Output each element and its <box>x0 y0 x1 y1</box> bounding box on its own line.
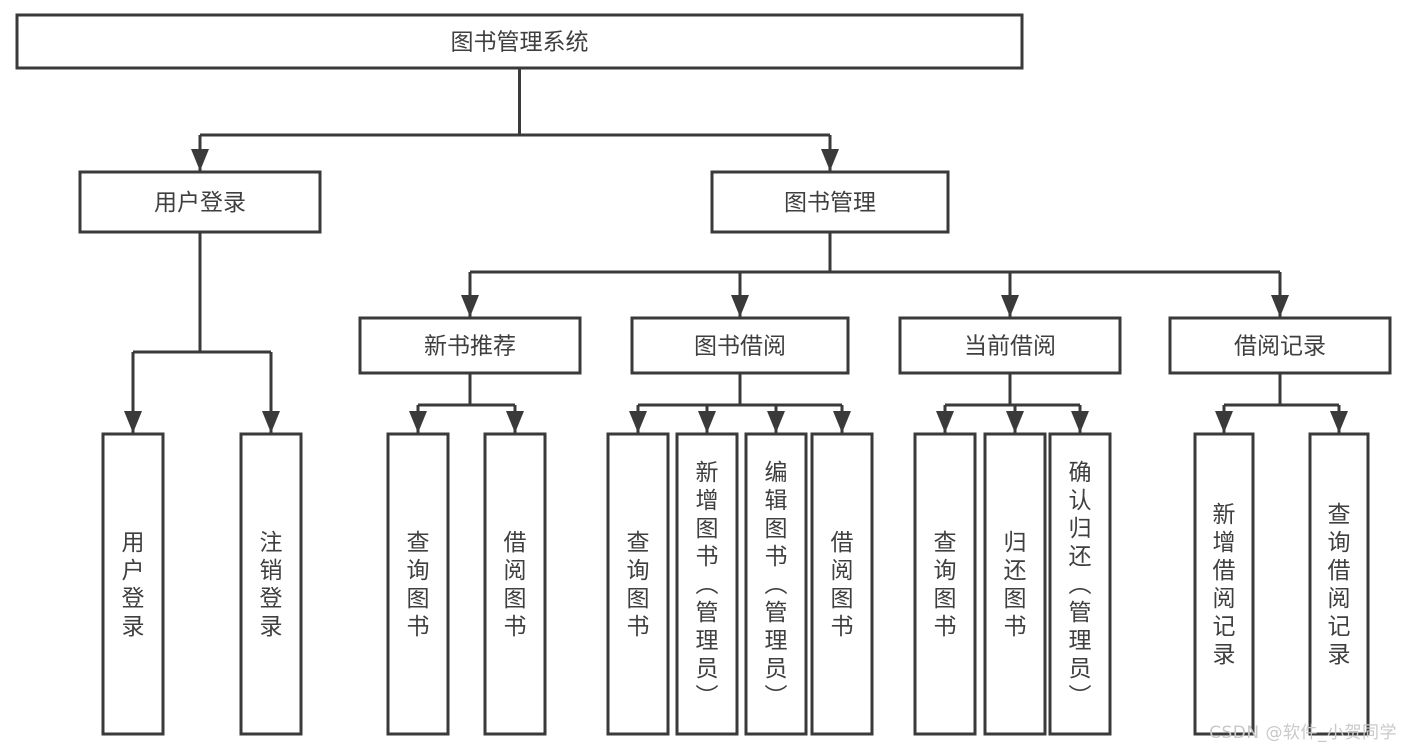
node-user-login[interactable]: 用户登录 <box>78 170 322 234</box>
node-book-borrow[interactable]: 图书借阅 <box>630 316 850 375</box>
node-borrow-record[interactable]: 借阅记录 <box>1168 316 1392 375</box>
node-box <box>630 316 850 375</box>
node-box <box>606 432 670 736</box>
arrow-head-icon <box>1330 411 1348 433</box>
node-leaf-borrow-book-1[interactable]: 借阅图书 <box>483 432 547 736</box>
node-label: 用户登录 <box>154 190 246 216</box>
node-leaf-user-login[interactable]: 用户登录 <box>101 432 165 736</box>
arrow-head-icon <box>698 411 716 433</box>
node-label: 注销登录 <box>260 530 283 640</box>
arrow-head-icon <box>1006 411 1024 433</box>
node-box <box>386 432 450 736</box>
arrow-head-icon <box>1215 411 1233 433</box>
node-label: 新增图书︵管理员︶ <box>696 460 719 710</box>
node-box <box>913 432 977 736</box>
node-label: 确认归还︵管理员︶ <box>1069 460 1092 710</box>
node-leaf-query-book-1[interactable]: 查询图书 <box>386 432 450 736</box>
node-box <box>983 432 1047 736</box>
node-leaf-query-book-3[interactable]: 查询图书 <box>913 432 977 736</box>
node-leaf-add-book[interactable]: 新增图书︵管理员︶ <box>675 432 739 736</box>
arrow-head-icon <box>821 149 839 171</box>
arrow-head-icon <box>191 149 209 171</box>
node-box <box>675 432 739 736</box>
node-label: 用户登录 <box>122 530 145 640</box>
node-book-manage[interactable]: 图书管理 <box>710 170 950 234</box>
arrow-head-icon <box>1271 295 1289 317</box>
node-box <box>744 432 808 736</box>
node-label: 借阅图书 <box>831 530 854 640</box>
node-leaf-return-book[interactable]: 归还图书 <box>983 432 1047 736</box>
node-box <box>1048 432 1112 736</box>
node-box <box>483 432 547 736</box>
node-leaf-query-book-2[interactable]: 查询图书 <box>606 432 670 736</box>
node-label: 新书推荐 <box>424 334 516 360</box>
node-box <box>1168 316 1392 375</box>
node-label: 图书借阅 <box>694 334 786 360</box>
node-current-borrow[interactable]: 当前借阅 <box>898 316 1122 375</box>
arrow-head-icon <box>1001 295 1019 317</box>
arrow-head-icon <box>936 411 954 433</box>
node-root-system[interactable]: 图书管理系统 <box>15 13 1024 70</box>
node-label: 归还图书 <box>1004 530 1027 640</box>
arrow-head-icon <box>461 295 479 317</box>
node-label: 查询图书 <box>934 530 957 640</box>
node-leaf-query-record[interactable]: 查询借阅记录 <box>1308 432 1370 736</box>
node-box <box>1308 432 1370 736</box>
node-leaf-user-logout[interactable]: 注销登录 <box>239 432 303 736</box>
arrow-head-icon <box>1071 411 1089 433</box>
node-label: 新增借阅记录 <box>1213 502 1236 668</box>
arrow-head-icon <box>506 411 524 433</box>
node-box <box>15 13 1024 70</box>
node-box <box>898 316 1122 375</box>
node-label: 编辑图书︵管理员︶ <box>765 460 788 710</box>
node-new-book-recommend[interactable]: 新书推荐 <box>358 316 582 375</box>
node-label: 图书管理 <box>784 190 876 216</box>
node-box <box>810 432 874 736</box>
node-leaf-edit-book[interactable]: 编辑图书︵管理员︶ <box>744 432 808 736</box>
arrow-head-icon <box>833 411 851 433</box>
arrow-head-icon <box>731 295 749 317</box>
node-leaf-add-record[interactable]: 新增借阅记录 <box>1193 432 1255 736</box>
node-label: 借阅图书 <box>504 530 527 640</box>
node-box <box>710 170 950 234</box>
node-label: 查询图书 <box>627 530 650 640</box>
node-label: 借阅记录 <box>1234 334 1326 360</box>
node-box <box>358 316 582 375</box>
node-leaf-borrow-book-2[interactable]: 借阅图书 <box>810 432 874 736</box>
node-box <box>78 170 322 234</box>
node-box <box>101 432 165 736</box>
arrow-head-icon <box>262 411 280 433</box>
arrow-head-icon <box>629 411 647 433</box>
connector-layer <box>124 68 1348 433</box>
node-label: 当前借阅 <box>964 334 1056 360</box>
arrow-head-icon <box>767 411 785 433</box>
node-label: 图书管理系统 <box>451 30 589 56</box>
node-layer: 图书管理系统用户登录图书管理新书推荐图书借阅当前借阅借阅记录用户登录注销登录查询… <box>15 13 1392 736</box>
node-label: 查询借阅记录 <box>1328 502 1351 668</box>
node-box <box>1193 432 1255 736</box>
node-leaf-confirm-return[interactable]: 确认归还︵管理员︶ <box>1048 432 1112 736</box>
node-box <box>239 432 303 736</box>
node-label: 查询图书 <box>407 530 430 640</box>
arrow-head-icon <box>124 411 142 433</box>
arrow-head-icon <box>409 411 427 433</box>
